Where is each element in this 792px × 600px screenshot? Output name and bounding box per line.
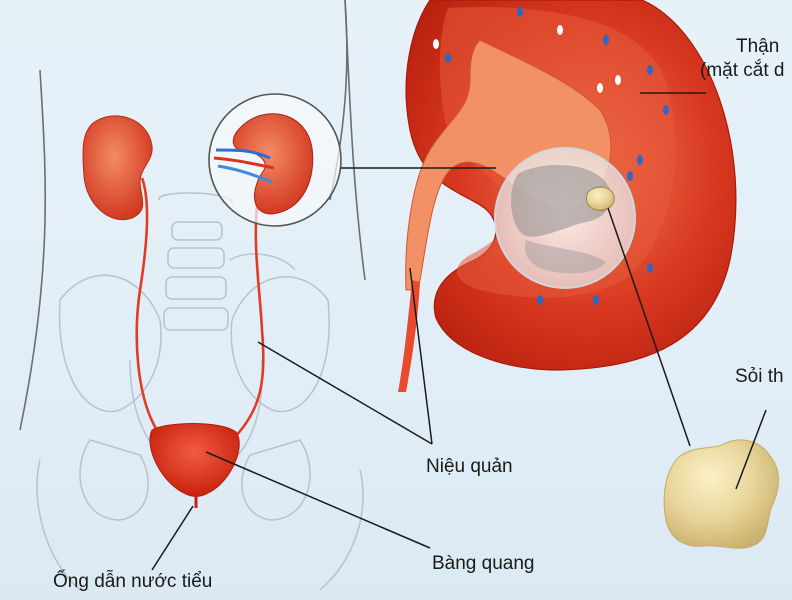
magnified-calyx-2 — [524, 240, 606, 274]
label-kidney: Thận — [736, 36, 780, 57]
bladder — [149, 423, 240, 497]
label-urethra: Ống dẫn nước tiểu — [53, 571, 213, 592]
ureter-large — [398, 280, 420, 392]
body-outline — [19, 0, 366, 431]
kidney-stone-small — [586, 186, 615, 211]
leader-lines — [151, 92, 767, 571]
label-bladder: Bàng quang — [432, 553, 535, 574]
inset-vessels — [213, 148, 275, 184]
magnified-calyx — [511, 164, 611, 237]
renal-pelvis — [405, 39, 612, 291]
kidney-stone-large — [663, 439, 779, 549]
label-kidney-stone: Sỏi th — [735, 366, 784, 387]
left-kidney — [82, 115, 153, 221]
skeleton — [36, 192, 364, 591]
label-kidney-cross-section: (mặt cắt d — [700, 60, 785, 81]
label-ureter: Niệu quản — [426, 456, 513, 477]
kidney-vessels-dots — [433, 7, 669, 305]
ureters — [135, 177, 265, 441]
